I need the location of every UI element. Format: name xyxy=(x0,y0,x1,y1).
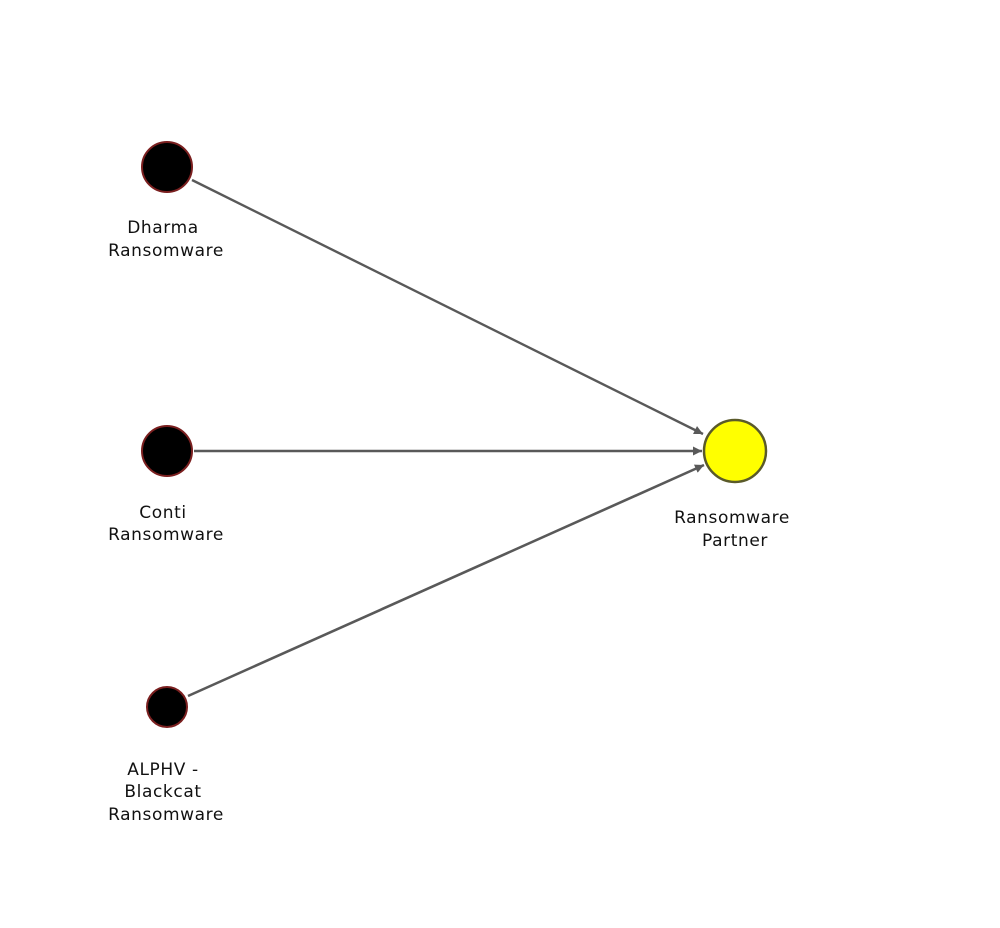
node-partner-circle[interactable] xyxy=(702,418,768,484)
edge-alphv-to-partner xyxy=(187,463,705,698)
node-conti-label: Conti Ransomware xyxy=(108,503,224,545)
node-dharma-circle[interactable] xyxy=(141,141,193,193)
node-partner-label: Ransomware Partner xyxy=(674,508,796,551)
node-alphv-label: ALPHV - Blackcat Ransomware xyxy=(108,760,224,825)
node-dharma[interactable]: Dharma Ransomware xyxy=(108,141,224,261)
node-conti-circle[interactable] xyxy=(141,425,193,477)
edges xyxy=(187,178,705,698)
edge-dharma-to-partner xyxy=(191,178,704,436)
node-alphv-circle[interactable] xyxy=(146,686,188,728)
node-partner[interactable]: Ransomware Partner xyxy=(674,418,796,551)
node-alphv[interactable]: ALPHV - Blackcat Ransomware xyxy=(108,686,224,825)
node-conti[interactable]: Conti Ransomware xyxy=(108,425,224,545)
node-dharma-label: Dharma Ransomware xyxy=(108,218,224,261)
